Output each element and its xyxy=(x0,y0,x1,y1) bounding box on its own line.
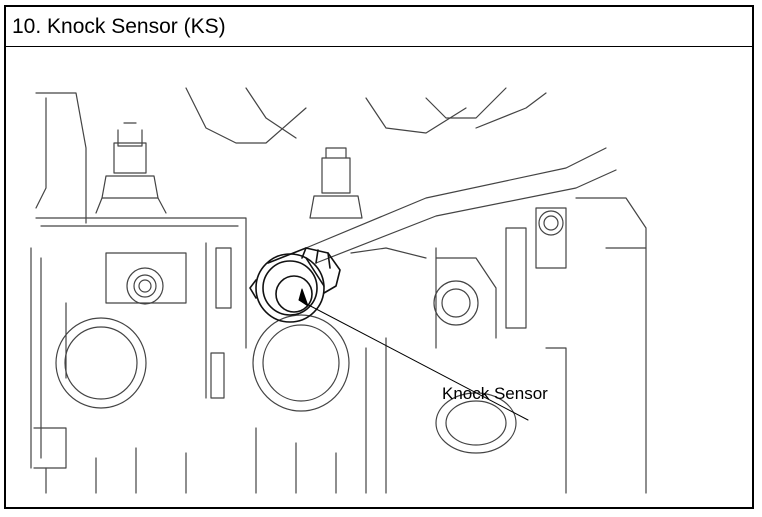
upper-center-bolt xyxy=(309,147,363,219)
left-bolt xyxy=(126,267,164,305)
upper-left-bolt xyxy=(95,122,167,214)
document-frame: 10. Knock Sensor (KS) xyxy=(4,5,754,509)
engine-casting xyxy=(30,87,647,494)
pipe xyxy=(305,147,617,264)
knock-sensor-label: Knock Sensor xyxy=(442,384,548,403)
knock-sensor-body xyxy=(249,247,341,323)
engine-illustration xyxy=(6,48,752,507)
section-title: 10. Knock Sensor (KS) xyxy=(6,7,752,47)
bores xyxy=(55,210,564,454)
callout-leader xyxy=(298,288,529,421)
